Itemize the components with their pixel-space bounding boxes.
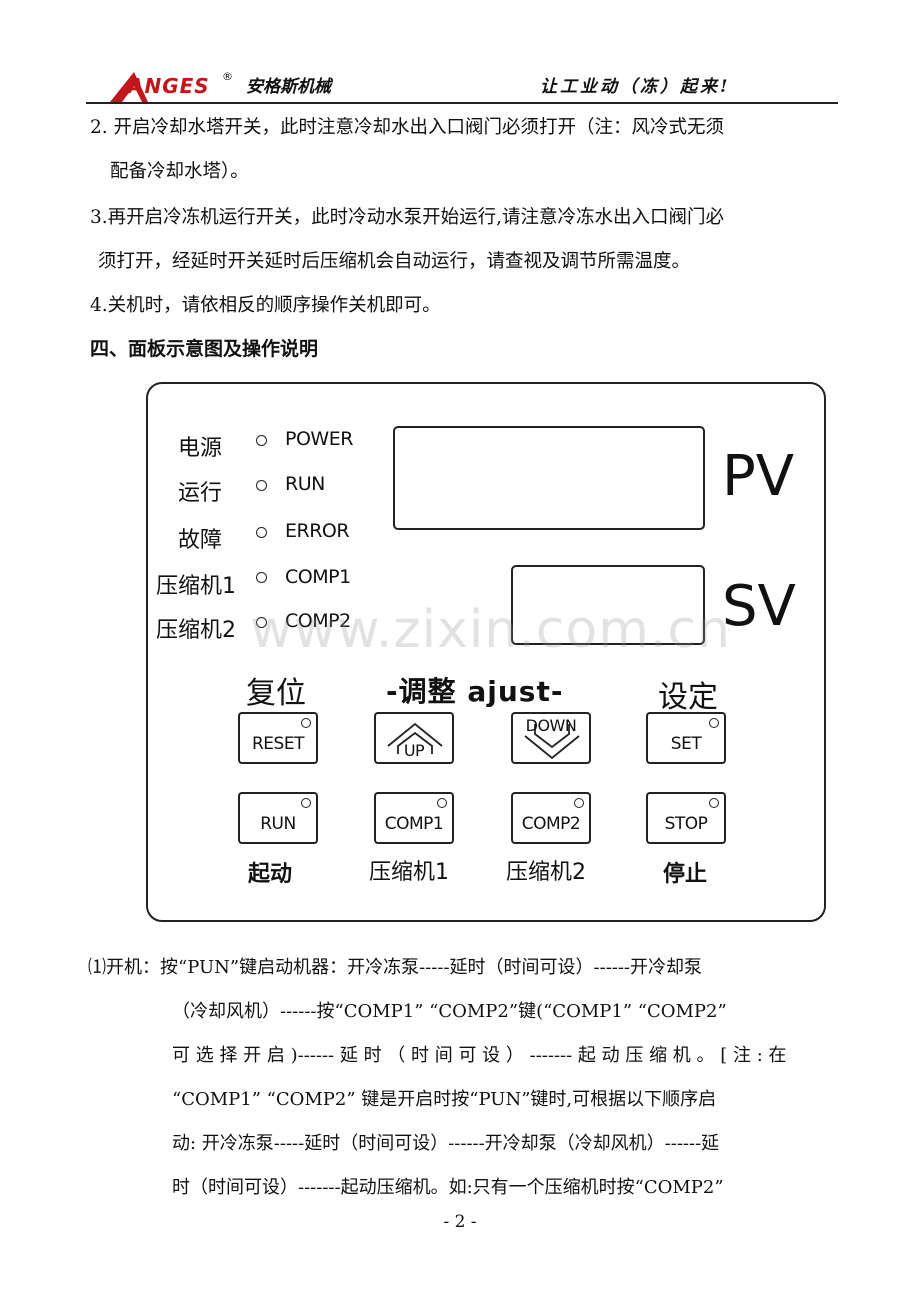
logo-text: ANGES (128, 74, 210, 98)
up-arrow-icon (387, 722, 443, 754)
indicator-power-cn: 电源 (178, 436, 223, 461)
adjust-caption: -调整 ajust- (386, 675, 564, 708)
instruction-line-1: ⑴开机：按“PUN”键启动机器：开冷冻泵-----延时（时间可设）------开… (88, 957, 703, 978)
up-button-label: UP (403, 741, 425, 760)
run-button[interactable]: RUN (238, 792, 318, 844)
indicator-comp2-cn: 压缩机2 (156, 618, 236, 643)
sv-display (511, 565, 705, 645)
set-led-icon (709, 718, 719, 728)
step-3-line-2: 须打开，经延时开关延时后压缩机会自动运行，请查视及调节所需温度。 (98, 251, 691, 272)
registered-mark: ® (222, 70, 233, 83)
comp1-led-icon (256, 572, 267, 583)
header-rule (86, 102, 838, 104)
comp1-button-label: COMP1 (384, 814, 444, 834)
down-button-label: DOWN (525, 716, 577, 735)
comp2-button[interactable]: COMP2 (511, 792, 591, 844)
indicator-comp2-en: COMP2 (285, 610, 351, 632)
comp2-led-icon (256, 617, 267, 628)
instruction-line-4: “COMP1” “COMP2” 键是开启时按“PUN”键时,可根据以下顺序启 (172, 1089, 717, 1110)
up-button[interactable]: UP (374, 712, 454, 764)
pv-display (393, 426, 705, 530)
stop-button[interactable]: STOP (646, 792, 726, 844)
reset-button-label: RESET (252, 734, 304, 754)
instruction-line-6: 时（时间可设）-------起动压缩机。如:只有一个压缩机时按“COMP2” (172, 1177, 724, 1198)
instruction-line-2: （冷却风机）------按“COMP1” “COMP2”键(“COMP1” “C… (172, 1001, 727, 1022)
set-button-label: SET (670, 734, 702, 754)
set-button[interactable]: SET (646, 712, 726, 764)
power-led-icon (256, 435, 267, 446)
step-4-line-1: 4.关机时，请依相反的顺序操作关机即可。 (90, 295, 441, 316)
instruction-line-3: 可 选 择 开 启 )------ 延 时 （ 时 间 可 设 ） ------… (172, 1045, 787, 1066)
sv-label: SV (722, 574, 796, 639)
section-title: 四、面板示意图及操作说明 (90, 338, 319, 360)
pv-label: PV (722, 444, 795, 509)
comp1-button[interactable]: COMP1 (374, 792, 454, 844)
reset-button[interactable]: RESET (238, 712, 318, 764)
indicator-run-cn: 运行 (178, 481, 223, 506)
step-2-line-1: 2. 开启冷却水塔开关，此时注意冷却水出入口阀门必须打开（注：风冷式无须 (90, 117, 725, 138)
comp1-key-caption: 压缩机1 (369, 860, 449, 885)
error-led-icon (256, 527, 267, 538)
company-logo (108, 66, 238, 104)
indicator-power-en: POWER (285, 428, 353, 450)
stop-key-caption: 停止 (663, 862, 708, 887)
indicator-run-en: RUN (285, 473, 325, 495)
comp2-key-caption: 压缩机2 (506, 860, 586, 885)
indicator-comp1-cn: 压缩机1 (156, 574, 236, 599)
control-panel-diagram (146, 382, 826, 922)
run-key-caption: 起动 (248, 862, 293, 887)
down-arrow-icon (524, 724, 580, 760)
comp2-button-label: COMP2 (521, 814, 581, 834)
run-key-led-icon (301, 798, 311, 808)
reset-led-icon (301, 718, 311, 728)
indicator-comp1-en: COMP1 (285, 566, 351, 588)
stop-key-led-icon (709, 798, 719, 808)
company-name: 安格斯机械 (246, 77, 331, 97)
indicator-error-en: ERROR (285, 520, 350, 542)
step-2-line-2: 配备冷却水塔）。 (110, 161, 249, 182)
watermark: www.zixin.com.cn (250, 600, 731, 660)
down-button[interactable]: DOWN (511, 712, 591, 764)
indicator-error-cn: 故障 (178, 528, 223, 553)
comp1-key-led-icon (437, 798, 447, 808)
reset-caption: 复位 (246, 676, 306, 711)
comp2-key-led-icon (574, 798, 584, 808)
set-caption: 设定 (658, 680, 718, 715)
page-number: - 2 - (443, 1212, 477, 1232)
company-slogan: 让工业动（冻）起来! (540, 77, 731, 97)
stop-button-label: STOP (664, 814, 708, 834)
instruction-line-5: 动: 开冷冻泵-----延时（时间可设）------开冷却泵（冷却风机）----… (172, 1133, 720, 1154)
run-led-icon (256, 480, 267, 491)
step-3-line-1: 3.再开启冷冻机运行开关，此时冷动水泵开始运行,请注意冷冻水出入口阀门必 (90, 207, 725, 228)
run-button-label: RUN (260, 814, 296, 834)
